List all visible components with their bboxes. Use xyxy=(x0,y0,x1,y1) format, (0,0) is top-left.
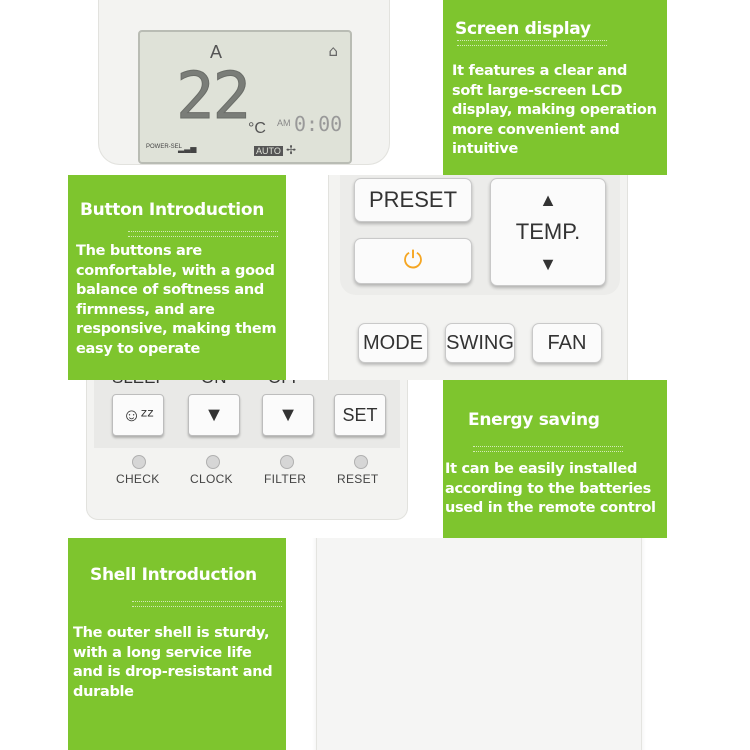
lcd-am-label: AM xyxy=(277,118,291,128)
down-triangle-icon: ▼ xyxy=(539,254,557,274)
down-triangle-icon: ▼ xyxy=(204,403,224,426)
mode-label: MODE xyxy=(363,331,423,354)
check-label: CHECK xyxy=(116,472,160,486)
clock-button[interactable] xyxy=(206,455,220,469)
check-button[interactable] xyxy=(132,455,146,469)
section-title: Screen display xyxy=(455,19,591,39)
off-timer-button[interactable]: ▼ xyxy=(262,394,314,436)
section-body: It features a clear and soft large-scree… xyxy=(452,63,657,157)
section-title: Button Introduction xyxy=(80,200,265,220)
photo-lcd-screen: A ⌂ 22 °C AM 0:00 POWER-SEL ▂▃▅ AUTO ✢ xyxy=(68,0,430,175)
lcd-power-label: POWER-SEL xyxy=(146,144,183,150)
lcd-screen: A ⌂ 22 °C AM 0:00 POWER-SEL ▂▃▅ AUTO ✢ xyxy=(138,30,352,164)
fine-print xyxy=(128,231,278,237)
preset-label: PRESET xyxy=(368,187,458,212)
fine-print xyxy=(132,601,282,607)
section-body: The outer shell is sturdy, with a long s… xyxy=(73,625,273,700)
mode-button[interactable]: MODE xyxy=(358,323,428,363)
swing-label: SWING xyxy=(446,331,514,354)
lcd-mode: A xyxy=(210,42,223,62)
fan-button[interactable]: FAN xyxy=(532,323,602,363)
fan-label: FAN xyxy=(547,331,587,354)
section-title: Shell Introduction xyxy=(90,565,257,585)
on-label: ON xyxy=(201,380,227,388)
panel-button-introduction: Button Introduction The buttons are comf… xyxy=(68,175,286,380)
set-label: SET xyxy=(342,404,378,425)
photo-main-buttons: PRESET ⏻ ▲ TEMP. ▼ MODE SWING FAN xyxy=(300,175,667,380)
down-triangle-icon: ▼ xyxy=(278,403,298,426)
lcd-unit: °C xyxy=(248,120,266,137)
preset-button[interactable]: PRESET xyxy=(354,178,472,222)
sleep-label: SLEEP xyxy=(112,380,167,388)
swing-button[interactable]: SWING xyxy=(445,323,515,363)
photo-function-buttons: SLEEP ON OFF ☺ᶻᶻ ▼ ▼ SET CHECK CLOCK FIL… xyxy=(68,380,430,538)
remote-back-shell xyxy=(316,538,642,750)
section-title: Energy saving xyxy=(468,410,600,430)
reset-label: RESET xyxy=(337,472,379,486)
signal-icon: ⌂ xyxy=(328,42,338,60)
temp-button[interactable]: ▲ TEMP. ▼ xyxy=(490,178,606,286)
panel-screen-display: Screen display It features a clear and s… xyxy=(443,0,667,175)
temp-label: TEMP. xyxy=(515,219,581,244)
power-button[interactable]: ⏻ xyxy=(354,238,472,284)
fine-print xyxy=(473,446,623,452)
section-body: It can be easily installed according to … xyxy=(445,461,656,516)
fan-icon: ✢ xyxy=(286,143,297,157)
photo-remote-shell xyxy=(300,538,667,750)
off-label: OFF xyxy=(268,380,302,388)
lcd-time: 0:00 xyxy=(294,112,343,136)
lcd-fan-mode: AUTO xyxy=(254,146,283,156)
up-triangle-icon: ▲ xyxy=(539,190,557,210)
on-timer-button[interactable]: ▼ xyxy=(188,394,240,436)
filter-button[interactable] xyxy=(280,455,294,469)
set-button[interactable]: SET xyxy=(334,394,386,436)
section-body: The buttons are comfortable, with a good… xyxy=(76,243,277,357)
clock-label: CLOCK xyxy=(190,472,233,486)
power-icon: ⏻ xyxy=(403,247,423,274)
filter-label: FILTER xyxy=(264,472,307,486)
lcd-temperature: 22 xyxy=(175,60,251,135)
sleep-face-icon: ☺ᶻᶻ xyxy=(122,404,154,425)
reset-button[interactable] xyxy=(354,455,368,469)
panel-energy-saving: Energy saving It can be easily installed… xyxy=(443,380,667,538)
panel-shell-introduction: Shell Introduction The outer shell is st… xyxy=(68,538,286,750)
power-bars-icon: ▂▃▅ xyxy=(178,144,197,153)
sleep-button[interactable]: ☺ᶻᶻ xyxy=(112,394,164,436)
fine-print xyxy=(457,40,607,46)
